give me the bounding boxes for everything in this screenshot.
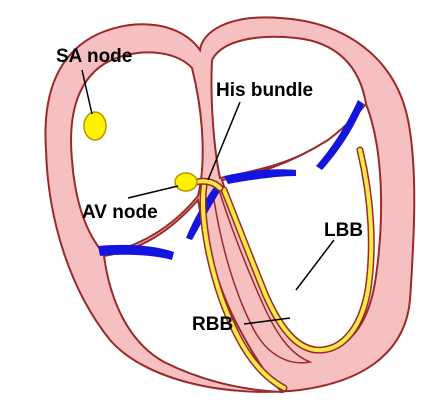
av-node [175,173,197,191]
lbb-label: LBB [324,220,363,241]
av-node-label: AV node [82,202,158,223]
sa-node-label: SA node [56,46,132,67]
sa-node [84,112,106,140]
rbb-label: RBB [192,314,233,335]
his-bundle-label: His bundle [216,80,313,101]
